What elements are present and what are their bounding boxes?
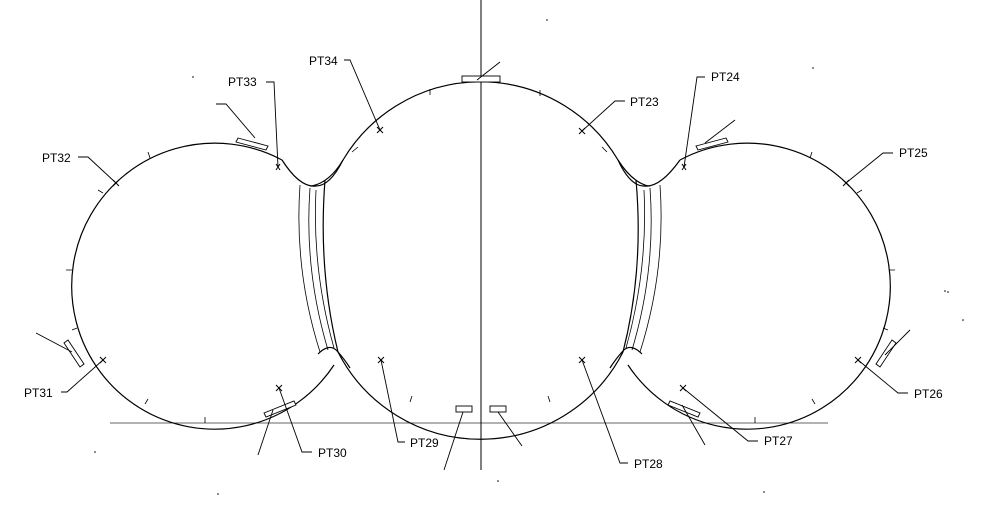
- label-pt32: PT32: [42, 151, 71, 165]
- label-pt27: PT27: [764, 434, 793, 448]
- plate-center-bottom-left: [455, 405, 473, 413]
- label-pt34: PT34: [309, 54, 338, 68]
- plate-center-top: [461, 75, 501, 83]
- plate-left-bottom: [263, 400, 297, 418]
- specks: [94, 19, 964, 495]
- label-pt24: PT24: [711, 70, 740, 84]
- label-pt29: PT29: [410, 436, 439, 450]
- label-pt26: PT26: [914, 387, 943, 401]
- center-tube: [311, 75, 649, 440]
- plate-left-lower: [63, 339, 85, 368]
- label-pt30: PT30: [318, 446, 347, 460]
- label-pt25: PT25: [899, 146, 928, 160]
- label-pt28: PT28: [634, 457, 663, 471]
- right-web: [609, 159, 681, 369]
- leader-lines: [35, 59, 911, 471]
- label-pt33: PT33: [228, 75, 257, 89]
- left-tube: [63, 137, 335, 430]
- point-labels: PT23 PT24 PT25 PT26 PT27 PT28 PT29 PT30 …: [24, 54, 943, 471]
- right-tube: [627, 137, 897, 430]
- plate-center-bottom-right: [489, 405, 507, 413]
- left-web: [281, 159, 351, 369]
- label-pt31: PT31: [24, 386, 53, 400]
- plate-right-top: [695, 137, 729, 151]
- label-pt23: PT23: [630, 95, 659, 109]
- plate-left-top: [235, 137, 269, 151]
